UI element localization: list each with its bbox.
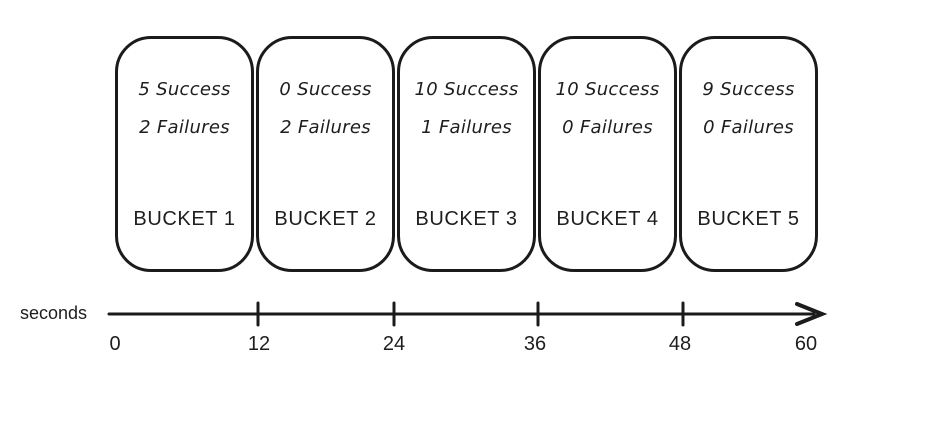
bucket-failures-count: 2 Failures: [139, 117, 230, 138]
bucket-failures-count: 0 Failures: [703, 117, 794, 138]
bucket-success-count: 10 Success: [414, 79, 519, 100]
buckets-row: 5 Success 2 Failures BUCKET 1 0 Success …: [115, 36, 818, 272]
timeline-axis: [107, 301, 828, 327]
axis-tick-label: 60: [794, 333, 818, 355]
bucket-success-count: 0 Success: [279, 79, 372, 100]
bucket-success-count: 10 Success: [555, 79, 660, 100]
bucket-failures-count: 1 Failures: [421, 117, 512, 138]
axis-tick-labels: 0 12 24 36 48 60: [0, 333, 929, 359]
bucket-name: BUCKET 3: [415, 208, 518, 230]
axis-tick-label: 0: [109, 333, 121, 355]
bucket-card: 0 Success 2 Failures BUCKET 2: [256, 36, 395, 272]
axis-tick-label: 48: [668, 333, 692, 355]
bucket-success-count: 9 Success: [702, 79, 795, 100]
bucket-name: BUCKET 4: [556, 208, 659, 230]
bucket-success-count: 5 Success: [138, 79, 231, 100]
bucket-name: BUCKET 2: [274, 208, 377, 230]
axis-tick-label: 12: [247, 333, 271, 355]
bucket-name: BUCKET 1: [133, 208, 236, 230]
bucket-name: BUCKET 5: [697, 208, 800, 230]
axis-tick-label: 36: [523, 333, 547, 355]
bucket-card: 10 Success 0 Failures BUCKET 4: [538, 36, 677, 272]
bucket-card: 5 Success 2 Failures BUCKET 1: [115, 36, 254, 272]
axis-arrowhead-icon: [795, 302, 828, 326]
bucket-card: 10 Success 1 Failures BUCKET 3: [397, 36, 536, 272]
axis-label-seconds: seconds: [20, 303, 88, 323]
bucket-failures-count: 2 Failures: [280, 117, 371, 138]
bucket-card: 9 Success 0 Failures BUCKET 5: [679, 36, 818, 272]
bucket-failures-count: 0 Failures: [562, 117, 653, 138]
axis-tick-label: 24: [382, 333, 406, 355]
